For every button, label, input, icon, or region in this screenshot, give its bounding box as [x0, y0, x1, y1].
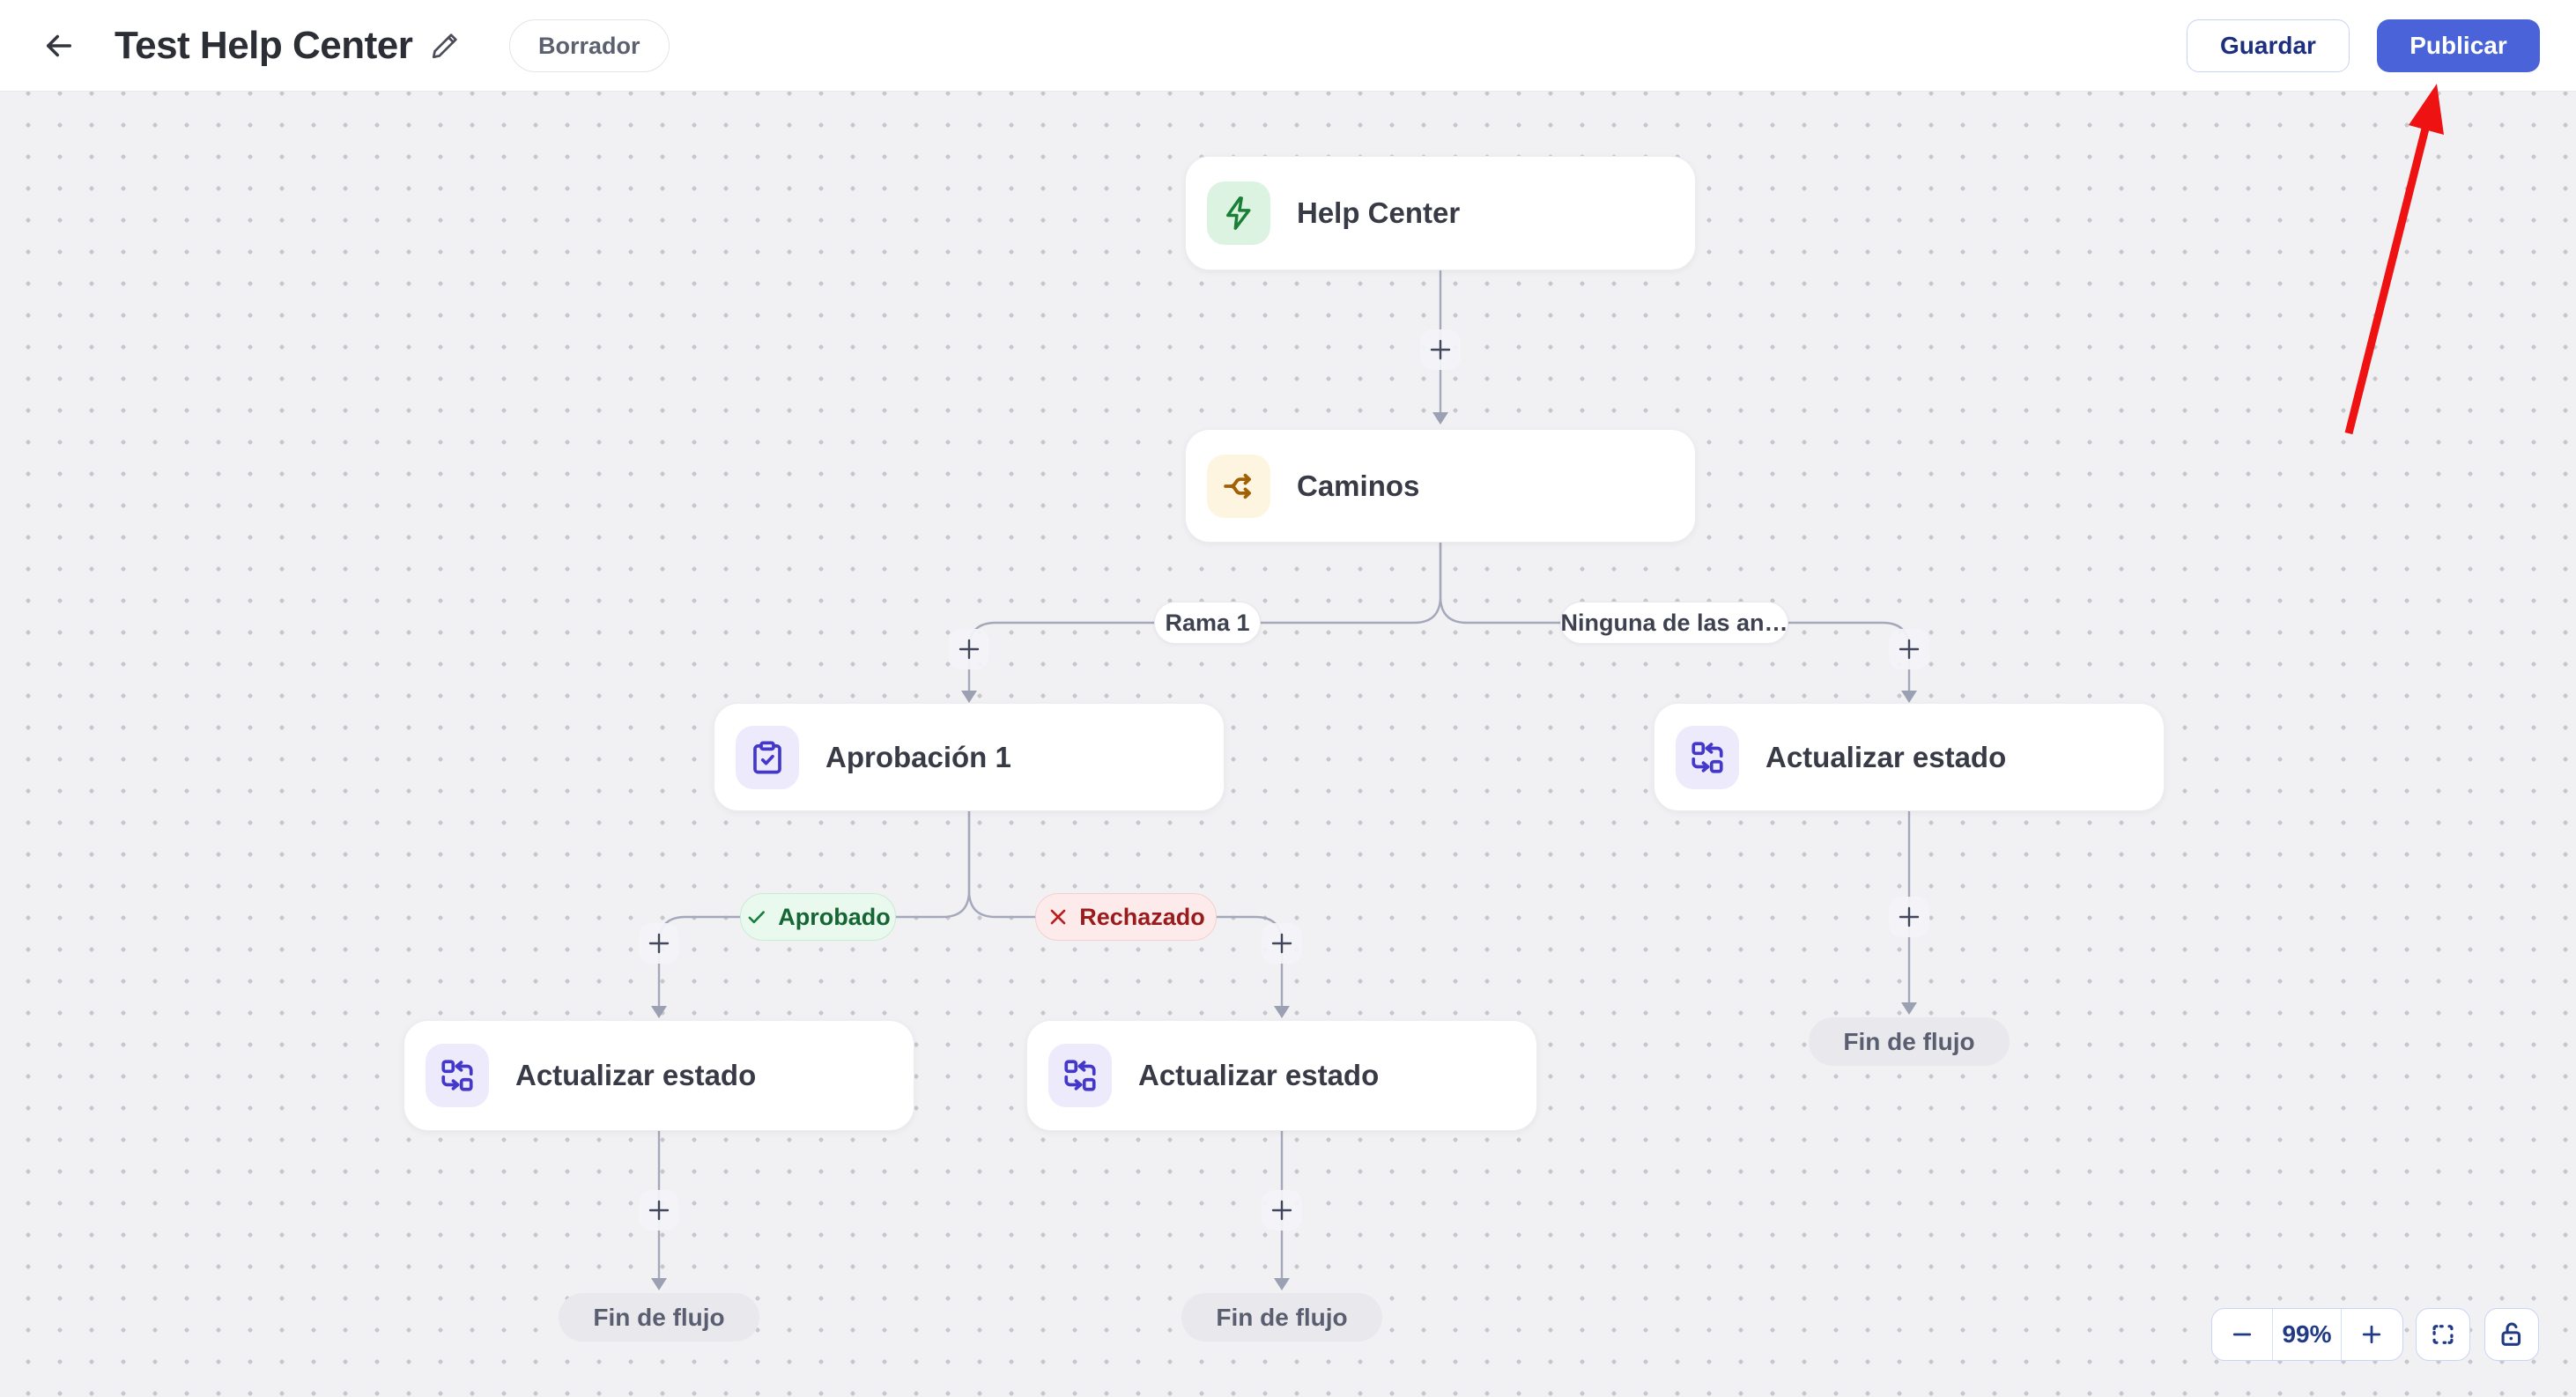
end-of-flow-pill: Fin de flujo	[1181, 1293, 1382, 1342]
end-of-flow-pill: Fin de flujo	[1809, 1017, 2010, 1066]
node-help-center[interactable]: Help Center	[1185, 156, 1696, 270]
add-step-button[interactable]	[1420, 329, 1461, 370]
zoom-in-button[interactable]	[2342, 1309, 2402, 1360]
top-bar: Test Help Center Borrador Guardar Public…	[0, 0, 2576, 92]
back-button[interactable]	[37, 25, 81, 69]
status-badge: Borrador	[509, 19, 670, 72]
edge-label-aprobado[interactable]: Aprobado	[740, 893, 896, 941]
zoom-level: 99%	[2272, 1309, 2342, 1360]
check-icon	[748, 911, 766, 924]
lock-button[interactable]	[2484, 1308, 2539, 1361]
end-of-flow-text: Fin de flujo	[1216, 1303, 1348, 1331]
save-button[interactable]: Guardar	[2187, 19, 2350, 72]
add-step-button[interactable]	[1889, 897, 1929, 937]
add-step-button[interactable]	[1889, 629, 1929, 669]
plus-icon	[1271, 933, 1292, 954]
node-aprobacion[interactable]: Aprobación 1	[714, 703, 1225, 811]
plus-icon	[959, 639, 980, 660]
zoom-out-button[interactable]	[2212, 1309, 2272, 1360]
end-of-flow-text: Fin de flujo	[1843, 1027, 1975, 1055]
split-branch-icon	[1207, 454, 1270, 518]
end-of-flow-pill: Fin de flujo	[559, 1293, 759, 1342]
fit-view-button[interactable]	[2416, 1308, 2470, 1361]
node-actualizar-estado-mid[interactable]: Actualizar estado	[1026, 1020, 1537, 1131]
plus-icon	[648, 933, 670, 954]
plus-icon	[648, 1200, 670, 1221]
node-actualizar-estado-right[interactable]: Actualizar estado	[1654, 703, 2165, 811]
node-title: Actualizar estado	[1138, 1059, 1380, 1091]
status-change-icon	[1676, 725, 1739, 789]
add-step-button[interactable]	[1262, 923, 1302, 964]
edge-label-ninguna[interactable]: Ninguna de las an…	[1560, 602, 1788, 644]
node-title: Actualizar estado	[1765, 740, 2007, 773]
node-title: Caminos	[1297, 469, 1420, 502]
edge-label-text: Rechazado	[1079, 903, 1205, 930]
arrow-left-icon	[47, 34, 71, 56]
unlock-icon	[2501, 1322, 2521, 1346]
plus-icon	[2362, 1325, 2381, 1344]
clipboard-check-icon	[736, 725, 799, 789]
edge-label-text: Rama 1	[1165, 609, 1250, 636]
node-caminos[interactable]: Caminos	[1185, 429, 1696, 543]
zoom-controls: 99%	[2211, 1308, 2403, 1361]
add-step-button[interactable]	[949, 629, 989, 669]
add-step-button[interactable]	[639, 1190, 679, 1231]
edit-title-button[interactable]	[425, 26, 465, 67]
status-change-icon	[1048, 1044, 1112, 1107]
page-title: Test Help Center	[115, 24, 413, 67]
publish-button[interactable]: Publicar	[2377, 19, 2540, 72]
plus-icon	[1271, 1200, 1292, 1221]
edge-label-rama-1[interactable]: Rama 1	[1154, 602, 1261, 644]
add-step-button[interactable]	[639, 923, 679, 964]
edge-label-text: Aprobado	[778, 903, 891, 930]
edge-label-rechazado[interactable]: Rechazado	[1035, 893, 1217, 941]
node-actualizar-estado-left[interactable]: Actualizar estado	[403, 1020, 914, 1131]
plus-icon	[1899, 639, 1920, 660]
node-title: Aprobación 1	[825, 740, 1011, 773]
plus-icon	[1430, 339, 1451, 360]
lightning-icon	[1207, 181, 1270, 245]
pencil-icon	[432, 33, 457, 58]
node-title: Help Center	[1297, 196, 1461, 229]
x-icon	[1050, 909, 1066, 925]
status-change-icon	[426, 1044, 489, 1107]
end-of-flow-text: Fin de flujo	[593, 1303, 725, 1331]
plus-icon	[1899, 906, 1920, 928]
node-title: Actualizar estado	[515, 1059, 757, 1091]
fullscreen-icon	[2432, 1325, 2454, 1344]
minus-icon	[2232, 1333, 2252, 1336]
edge-label-text: Ninguna de las an…	[1560, 609, 1788, 636]
add-step-button[interactable]	[1262, 1190, 1302, 1231]
